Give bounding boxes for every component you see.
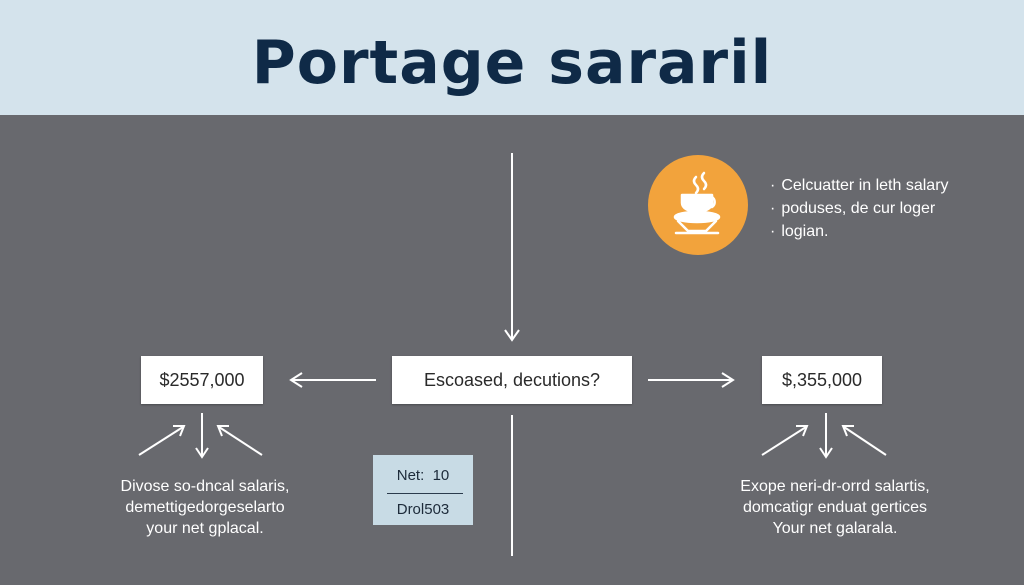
net-box-line-1: Net: 10 <box>396 467 450 484</box>
right-description-line-1: Exope neri-dr-orrd salartis, <box>740 478 930 495</box>
coffee-cup-badge <box>648 155 748 255</box>
info-bullet-3: logian. <box>770 220 949 243</box>
arrow-top-head <box>504 329 520 342</box>
center-box: Escoased, decutions? <box>392 356 632 404</box>
arrow-right-head <box>721 372 735 388</box>
left-arrow-diag-1 <box>138 426 184 456</box>
right-amount: $,355,000 <box>781 369 863 390</box>
coffee-cup-icon <box>673 171 721 235</box>
right-amount-box: $,355,000 <box>762 356 882 404</box>
header-banner: Portage sararil <box>0 0 1024 115</box>
right-arrow-diag-1 <box>761 426 807 456</box>
left-description-line-3: your net gplacal. <box>146 520 264 537</box>
right-arrow-diag-2 <box>843 426 887 456</box>
left-amount: $2557,000 <box>159 369 245 390</box>
left-description-line-1: Divose so-dncal salaris, <box>120 478 290 495</box>
net-box-divider <box>387 493 463 494</box>
net-box: Net: 10 Drol503 <box>373 455 473 525</box>
left-description-line-2: demettigedorgeselarto <box>125 499 285 516</box>
right-description-line-3: Your net galarala. <box>772 520 898 537</box>
left-description: Divose so-dncal salaris, demettigedorges… <box>80 476 330 539</box>
info-bullet-1: Celcuatter in leth salary <box>770 174 948 197</box>
left-arrow-diag-2 <box>218 426 263 456</box>
left-amount-box: $2557,000 <box>141 356 263 404</box>
right-description-line-2: domcatigr enduat gertices <box>742 499 928 516</box>
net-box-line-2: Drol503 <box>396 501 450 518</box>
center-label: Escoased, decutions? <box>423 369 601 390</box>
right-description: Exope neri-dr-orrd salartis, domcatigr e… <box>705 476 965 539</box>
info-bullet-list: Celcuatter in leth salary poduses, de cu… <box>770 174 949 243</box>
info-bullet-2: poduses, de cur loger <box>770 197 949 220</box>
page-title: Portage sararil <box>251 28 773 98</box>
arrow-left-head <box>289 372 303 388</box>
